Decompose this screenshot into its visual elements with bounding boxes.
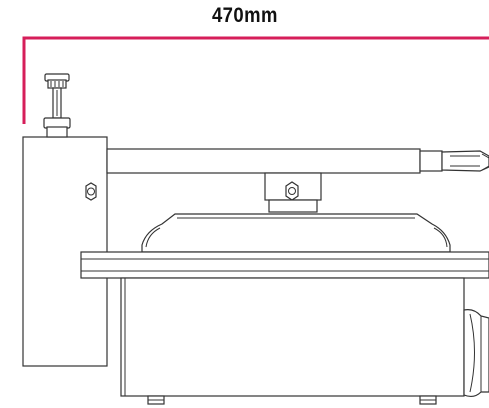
upper-arm — [106, 148, 421, 174]
side-knob-icon[interactable] — [463, 309, 489, 398]
rubber-foot-icon — [419, 395, 437, 405]
column-hex-nut-icon — [85, 182, 97, 201]
base-housing — [120, 277, 465, 397]
width-dimension-label: 470mm — [211, 4, 278, 27]
heating-lid — [141, 213, 451, 253]
bracket-mount-plate — [268, 199, 318, 213]
press-platen-rim — [80, 251, 489, 279]
clamp-adjust-screw-icon[interactable] — [43, 73, 71, 138]
width-dimension-line — [22, 36, 489, 124]
rubber-foot-icon — [147, 395, 165, 405]
dimension-line — [22, 36, 489, 124]
bracket-hex-nut-icon — [285, 181, 299, 201]
hinge-arm-icon — [419, 150, 489, 172]
